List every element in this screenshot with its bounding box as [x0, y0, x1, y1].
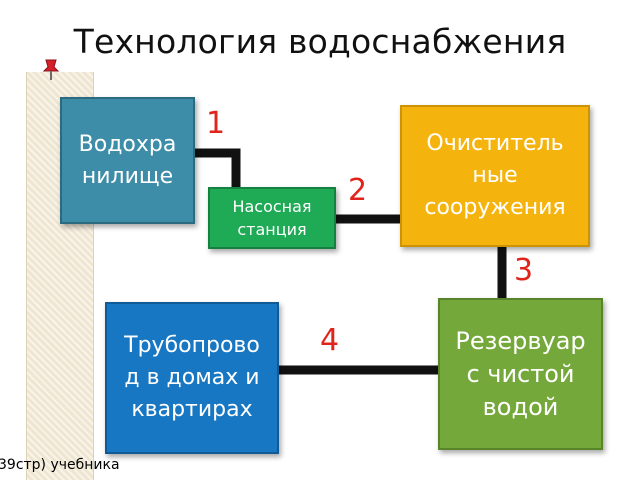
house-pipeline-box: Трубопрово д в домах и квартирах: [105, 302, 279, 454]
clean-water-tank-box: Резервуар с чистой водой: [438, 298, 603, 450]
step-number-4: 4: [320, 323, 340, 358]
house-pipeline-label: Трубопрово д в домах и квартирах: [124, 333, 260, 422]
pipe-reservoir-to-pump: [195, 148, 241, 187]
footer-textbook-reference: 39стр) учебника: [0, 457, 120, 473]
reservoir-box: Водохра нилище: [60, 97, 195, 224]
treatment-facilities-label: Очиститель ные сооружения: [424, 131, 566, 220]
pump-station-box: Насосная станция: [208, 187, 336, 249]
pushpin-icon: [42, 59, 60, 80]
reservoir-label: Водохра нилище: [78, 131, 177, 189]
step-number-2: 2: [348, 173, 368, 208]
page-title: Технология водоснабжения: [73, 22, 567, 61]
treatment-facilities-box: Очиститель ные сооружения: [400, 105, 590, 247]
pump-station-label: Насосная станция: [232, 197, 312, 239]
step-number-3: 3: [514, 253, 534, 288]
clean-water-tank-label: Резервуар с чистой водой: [455, 326, 586, 421]
step-number-1: 1: [206, 106, 226, 141]
